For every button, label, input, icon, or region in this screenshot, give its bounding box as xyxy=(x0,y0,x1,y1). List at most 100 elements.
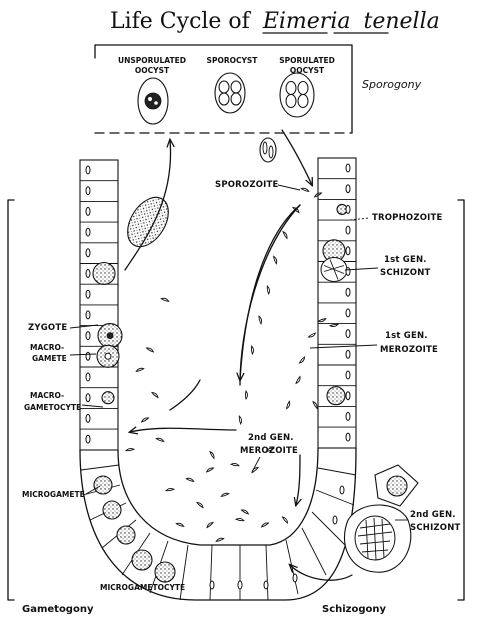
merozoite xyxy=(206,521,214,529)
cell-nucleus xyxy=(85,434,91,444)
label-second-gen-schizont-1: 2nd GEN. xyxy=(410,510,456,520)
cell-nucleus xyxy=(345,246,351,256)
label-first-gen-merozoite-1: 1st GEN. xyxy=(385,331,428,341)
label-trophozoite: TROPHOZOITE xyxy=(372,213,443,223)
cell-nucleus xyxy=(85,351,91,361)
merozoite xyxy=(300,187,310,192)
merozoite xyxy=(196,501,204,509)
label-zygote: ZYGOTE xyxy=(28,323,67,333)
merozoite xyxy=(307,332,317,338)
label-microgamete: MICROGAMETE xyxy=(22,490,85,499)
macrogametocyte-cell xyxy=(101,391,115,405)
label-microgametocyte: MICROGAMETOCYTE xyxy=(100,583,185,592)
merozoite xyxy=(281,516,289,524)
cell-nucleus xyxy=(85,413,91,423)
merozoite xyxy=(317,318,327,323)
label-sporulated: SPORULATED xyxy=(279,56,335,65)
cell-nucleus xyxy=(85,331,91,341)
cell-nucleus xyxy=(85,269,91,278)
cell-nucleus xyxy=(345,287,351,297)
merozoite xyxy=(286,400,291,410)
cell-nucleus xyxy=(345,184,351,194)
cell-nucleus xyxy=(345,349,351,359)
cell-nucleus xyxy=(85,248,91,258)
second-gen-schizont-cell xyxy=(343,504,412,573)
cell-nucleus xyxy=(345,411,351,421)
cell-nucleus xyxy=(85,393,91,403)
merozoite xyxy=(230,462,240,467)
left-epithelium xyxy=(79,159,123,451)
merozoite xyxy=(250,345,254,356)
label-sporozoite: SPOROZOITE xyxy=(215,180,279,190)
label-oocyst-2: OOCYST xyxy=(290,66,325,75)
schizont-merozoites xyxy=(323,259,345,280)
cell-nucleus xyxy=(345,432,351,442)
sporulated-oocyst: SPORULATED OOCYST xyxy=(279,56,335,118)
label-second-gen-merozoite-2: MEROZOITE xyxy=(240,446,298,456)
merozoite xyxy=(235,517,245,522)
macrogamete-nucleus xyxy=(104,352,112,360)
cell-nucleus xyxy=(345,329,351,339)
merozoite xyxy=(165,487,175,492)
merozoite xyxy=(151,391,159,399)
merozoite xyxy=(312,400,318,410)
phase-sporogony: Sporogony xyxy=(362,78,422,91)
cell-nucleus xyxy=(85,186,91,196)
cell-nucleus xyxy=(85,289,91,299)
merozoite xyxy=(135,367,145,372)
cell-nucleus xyxy=(85,227,91,237)
label-macrogamete-1: MACRO- xyxy=(30,343,64,352)
title-genus: Eimeria xyxy=(262,9,351,34)
cell-nucleus xyxy=(345,308,351,318)
merozoite xyxy=(329,323,339,328)
label-second-gen-merozoite-1: 2nd GEN. xyxy=(248,433,294,443)
merozoite xyxy=(245,389,248,401)
label-first-gen-schizont-1: 1st GEN. xyxy=(384,255,427,265)
cell-nucleus xyxy=(345,225,351,235)
label-first-gen-schizont-2: SCHIZONT xyxy=(380,268,431,278)
merozoite xyxy=(282,230,288,240)
merozoite xyxy=(175,522,185,527)
free-schizont xyxy=(374,464,419,507)
unsporulated-oocyst: UNSPORULATED OOCYST xyxy=(118,56,186,125)
cycle-arrows xyxy=(124,129,353,581)
label-unsporulated: UNSPORULATED xyxy=(118,56,186,65)
label-first-gen-merozoite-2: MEROZOITE xyxy=(380,345,438,355)
stippled-oocyst xyxy=(127,196,169,248)
phase-gametogony: Gametogony xyxy=(22,604,94,615)
merozoite xyxy=(292,206,300,214)
merozoite xyxy=(140,417,150,423)
sporogony-box xyxy=(94,44,353,134)
stippled-cell xyxy=(92,261,116,286)
cell-nucleus xyxy=(85,206,91,216)
merozoite xyxy=(273,255,278,265)
gametogony-bracket xyxy=(7,199,15,601)
merozoite xyxy=(265,447,275,452)
cell-nucleus xyxy=(85,310,91,320)
cell-nucleus xyxy=(345,267,351,276)
sporozoite-cluster xyxy=(259,137,277,163)
title-species: tenella xyxy=(363,9,439,34)
merozoite xyxy=(155,437,165,442)
schizogony-bracket xyxy=(457,199,465,601)
merozoite xyxy=(258,315,263,325)
merozoite xyxy=(125,447,135,452)
cell-nucleus xyxy=(345,204,351,214)
merozoite xyxy=(145,347,155,353)
merozoite xyxy=(215,537,225,542)
merozoite xyxy=(238,415,243,425)
phase-schizogony: Schizogony xyxy=(322,604,387,615)
label-second-gen-schizont-2: SCHIZONT xyxy=(410,523,461,533)
title-prefix: Life Cycle of xyxy=(110,9,252,34)
merozoite xyxy=(313,192,323,198)
svg-text:Life Cycle of Eimeria: Life Cycle of Eimeria tenella xyxy=(110,9,440,34)
label-macrogametocyte-1: MACRO- xyxy=(30,391,64,400)
cell-nucleus xyxy=(345,391,351,401)
cell-nucleus xyxy=(345,370,351,380)
intestinal-loop xyxy=(79,447,357,601)
merozoite xyxy=(220,492,230,497)
merozoite xyxy=(240,509,250,515)
microgametocytes xyxy=(93,475,176,583)
merozoite xyxy=(205,467,215,473)
